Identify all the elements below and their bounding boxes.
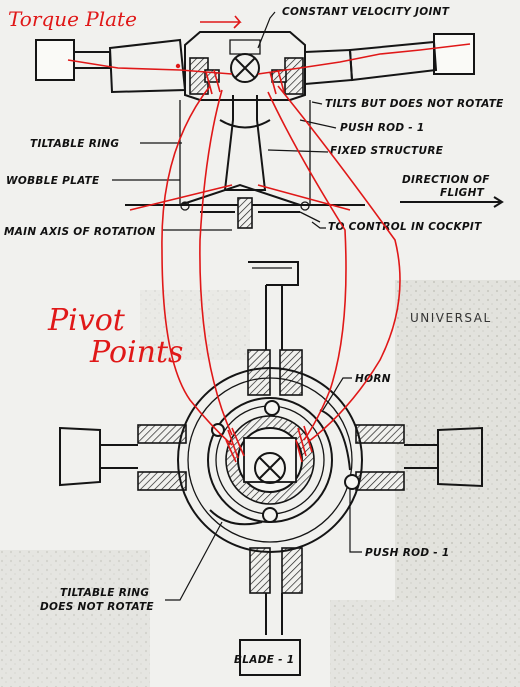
annotation-pivot: Pivot	[47, 303, 126, 338]
center-joint	[254, 452, 286, 484]
label-direction-1: DIRECTION OF	[402, 174, 490, 186]
wobble-plate	[179, 183, 301, 206]
left-blade-tip	[59, 426, 101, 487]
horn-pin-right	[344, 474, 360, 490]
horn-pin-bottom	[262, 507, 278, 523]
label-tiltable-ring-bottom-2: DOES NOT ROTATE	[40, 601, 154, 613]
torque-plate-line-right	[257, 43, 471, 75]
bottom-grip-right	[281, 547, 303, 594]
label-tiltable-ring-bottom-1: TILTABLE RING	[60, 587, 149, 599]
right-blade-tip	[437, 426, 483, 488]
side-view-labels: CONSTANT VELOCITY JOINT TILTS BUT DOES N…	[4, 6, 504, 238]
plan-view	[59, 261, 483, 676]
label-push-rod-top: PUSH ROD - 1	[340, 122, 425, 134]
fixed-structure-frame	[179, 100, 311, 205]
top-grip-right	[279, 349, 303, 396]
label-blade: BLADE - 1	[234, 654, 294, 666]
red-annotations: Torque Plate Pivot Points	[8, 7, 471, 463]
left-blade-stub	[35, 39, 75, 81]
label-horn: HORN	[355, 373, 391, 385]
annotation-torque-plate: Torque Plate	[8, 7, 137, 31]
right-blade-stub	[433, 33, 475, 75]
right-grip-top	[355, 424, 405, 444]
label-universal: UNIVERSAL	[410, 311, 492, 325]
pivot-link-left-outer	[161, 85, 233, 446]
label-direction-2: FLIGHT	[440, 187, 485, 199]
label-push-rod-bottom: PUSH ROD - 1	[365, 547, 450, 559]
plan-view-labels: UNIVERSAL HORN PUSH ROD - 1 TILTABLE RIN…	[40, 311, 492, 666]
label-tilts: TILTS BUT DOES NOT ROTATE	[325, 98, 504, 110]
pivot-link-right-outer	[277, 85, 401, 443]
direction-arrow	[400, 196, 504, 208]
right-grip-bottom	[355, 471, 405, 491]
label-fixed-structure: FIXED STRUCTURE	[330, 145, 444, 157]
pivot-link-right-inner	[267, 91, 347, 441]
bottom-blade-tip	[239, 639, 301, 676]
top-grip-left	[247, 349, 271, 396]
label-tiltable-ring-top: TILTABLE RING	[30, 138, 119, 150]
bottom-grip-left	[249, 547, 271, 594]
pivot-mark-left	[225, 427, 245, 463]
left-grip-bottom	[137, 471, 187, 491]
wobble-red-lines	[129, 184, 351, 211]
label-main-axis: MAIN AXIS OF ROTATION	[4, 226, 156, 238]
label-wobble-plate: WOBBLE PLATE	[6, 175, 100, 187]
left-blade-grip	[108, 38, 187, 94]
right-blade-shank	[304, 48, 354, 85]
top-blade-shank	[265, 285, 283, 350]
pivot-link-left-inner	[199, 89, 233, 436]
outer-hub-ring	[177, 367, 363, 553]
annotation-points: Points	[89, 335, 183, 370]
left-grip-top	[137, 424, 187, 444]
mast	[223, 95, 267, 191]
pivot-mark-right	[295, 425, 313, 463]
control-column	[237, 197, 253, 229]
horn-pin-top	[264, 400, 280, 416]
top-pivot-mark-right	[269, 69, 285, 95]
horn-pin-left	[211, 423, 225, 437]
top-blade-tip	[248, 261, 299, 286]
scan-texture	[0, 280, 520, 687]
label-to-control: TO CONTROL IN COCKPIT	[328, 221, 482, 233]
top-pivot-mark-left	[205, 69, 221, 95]
right-blade-grip	[348, 40, 438, 82]
hub-bearing-right	[284, 57, 304, 95]
side-view	[35, 31, 475, 229]
label-cv-joint: CONSTANT VELOCITY JOINT	[282, 6, 450, 18]
torque-plate-arrow	[200, 15, 242, 29]
